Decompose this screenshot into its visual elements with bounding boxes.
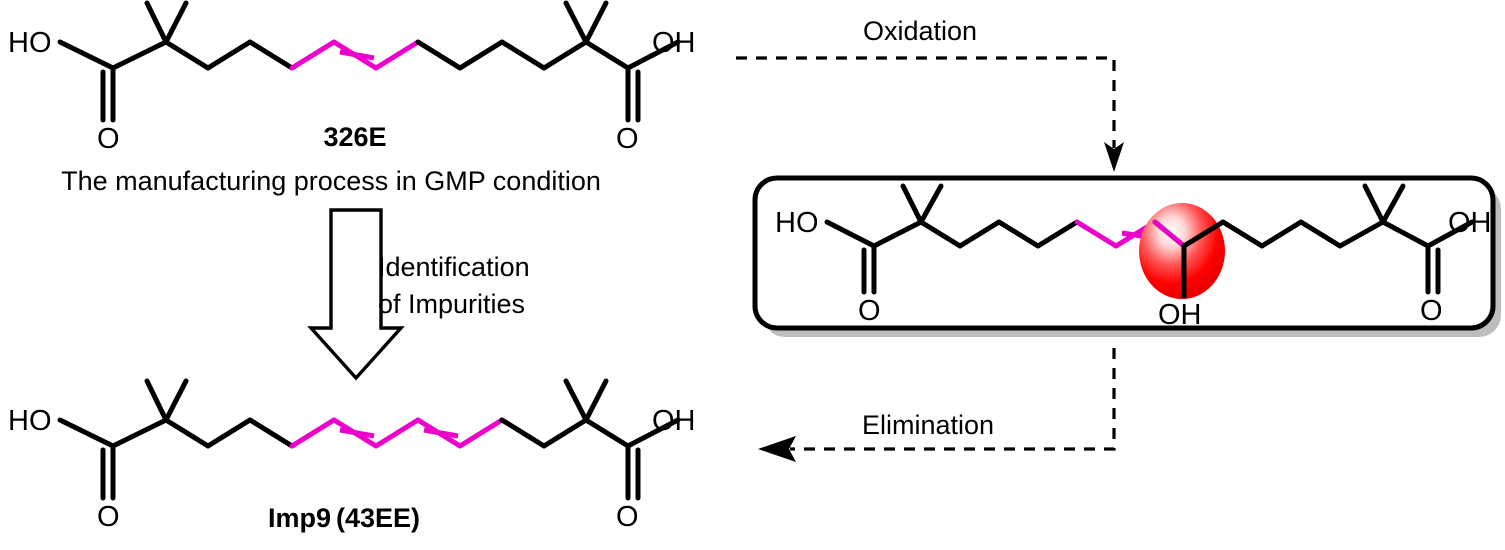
atom-label-o-left-imp9: O [97, 501, 120, 533]
atom-label-o-right-intermediate: O [1420, 295, 1443, 327]
atom-label-o-left: O [97, 123, 120, 155]
molecule-intermediate: HO O OH O OH [775, 183, 1492, 331]
caption-gmp-process: The manufacturing process in GMP conditi… [61, 166, 601, 196]
arrow-label-oxidation: Oxidation [863, 16, 977, 46]
arrow-label-identification-line2: of Impurities [378, 289, 525, 319]
arrow-oxidation [736, 56, 1124, 172]
atom-label-ho-left-intermediate: HO [775, 207, 819, 239]
intermediate-box [752, 175, 1496, 331]
arrow-label-elimination: Elimination [862, 410, 994, 440]
atom-label-o-right: O [616, 123, 639, 155]
arrowhead-elimination [758, 436, 796, 462]
compound-name-326e: 326E [323, 122, 386, 152]
atom-label-ho-left-imp9: HO [8, 405, 52, 437]
atom-label-o-right-imp9: O [616, 501, 639, 533]
atom-label-oh-right: OH [652, 27, 696, 59]
arrow-elimination [758, 348, 1116, 462]
molecule-imp9: HO O OH O [8, 378, 696, 533]
arrowhead-oxidation [1104, 142, 1124, 172]
atom-label-oh-right-intermediate: OH [1448, 207, 1492, 239]
molecule-326e: HO O OH O [8, 0, 696, 155]
compound-name-imp9: Imp9 [268, 503, 331, 533]
atom-label-oh-right-imp9: OH [652, 405, 696, 437]
atom-label-oh-carbinol: OH [1158, 299, 1202, 331]
arrow-identification [307, 208, 405, 381]
atom-label-ho-left: HO [8, 27, 52, 59]
compound-name-imp9-code: (43EE) [336, 503, 420, 533]
atom-label-o-left-intermediate: O [858, 295, 881, 327]
arrow-label-identification-line1: Identification [378, 252, 530, 282]
